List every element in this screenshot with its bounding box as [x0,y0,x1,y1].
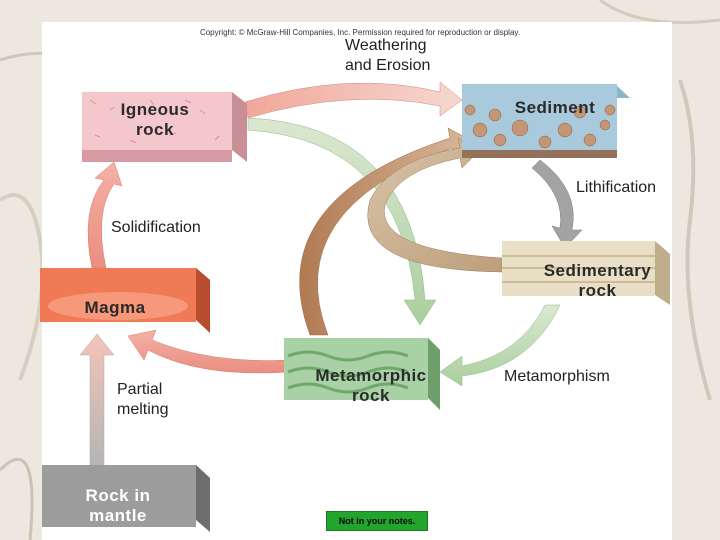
arrow-metamorphism [439,304,561,387]
magma-block [40,268,210,333]
arrow-igneous-to-metamorphic [247,117,437,326]
arrow-sedimentary-to-magma-loop [367,137,503,273]
mantle-rock-label: Rock in mantle [85,486,151,525]
partial-melting-label: Partial melting [117,381,169,418]
sediment-block [462,84,630,158]
metamorphism-label: Metamorphism [504,368,610,385]
arrow-solidification [87,161,123,269]
metamorphic-rock-label: Metamorphic rock [315,366,427,405]
sedimentary-rock-block [502,241,670,305]
igneous-rock-block [82,92,247,162]
metamorphic-rock-block [284,338,440,410]
lithification-label: Lithification [576,179,657,196]
arrow-partial-melting [79,333,115,467]
igneous-rock-label: Igneous rock [120,100,190,139]
not-in-notes-badge: Not in your notes. [326,511,428,531]
magma-label: Magma [84,298,146,317]
sedimentary-rock-label: Sedimentary rock [543,261,652,300]
mantle-rock-block [42,465,210,532]
arrow-lithification [531,159,583,249]
solidification-label: Solidification [111,219,201,236]
copyright-text: Copyright: © McGraw-Hill Companies, Inc.… [199,28,521,37]
arrow-weathering [244,81,463,119]
weathering-erosion-label: Weathering and Erosion [345,37,431,74]
sediment-label: Sediment [514,98,596,117]
arrow-melting-to-magma [127,329,291,374]
